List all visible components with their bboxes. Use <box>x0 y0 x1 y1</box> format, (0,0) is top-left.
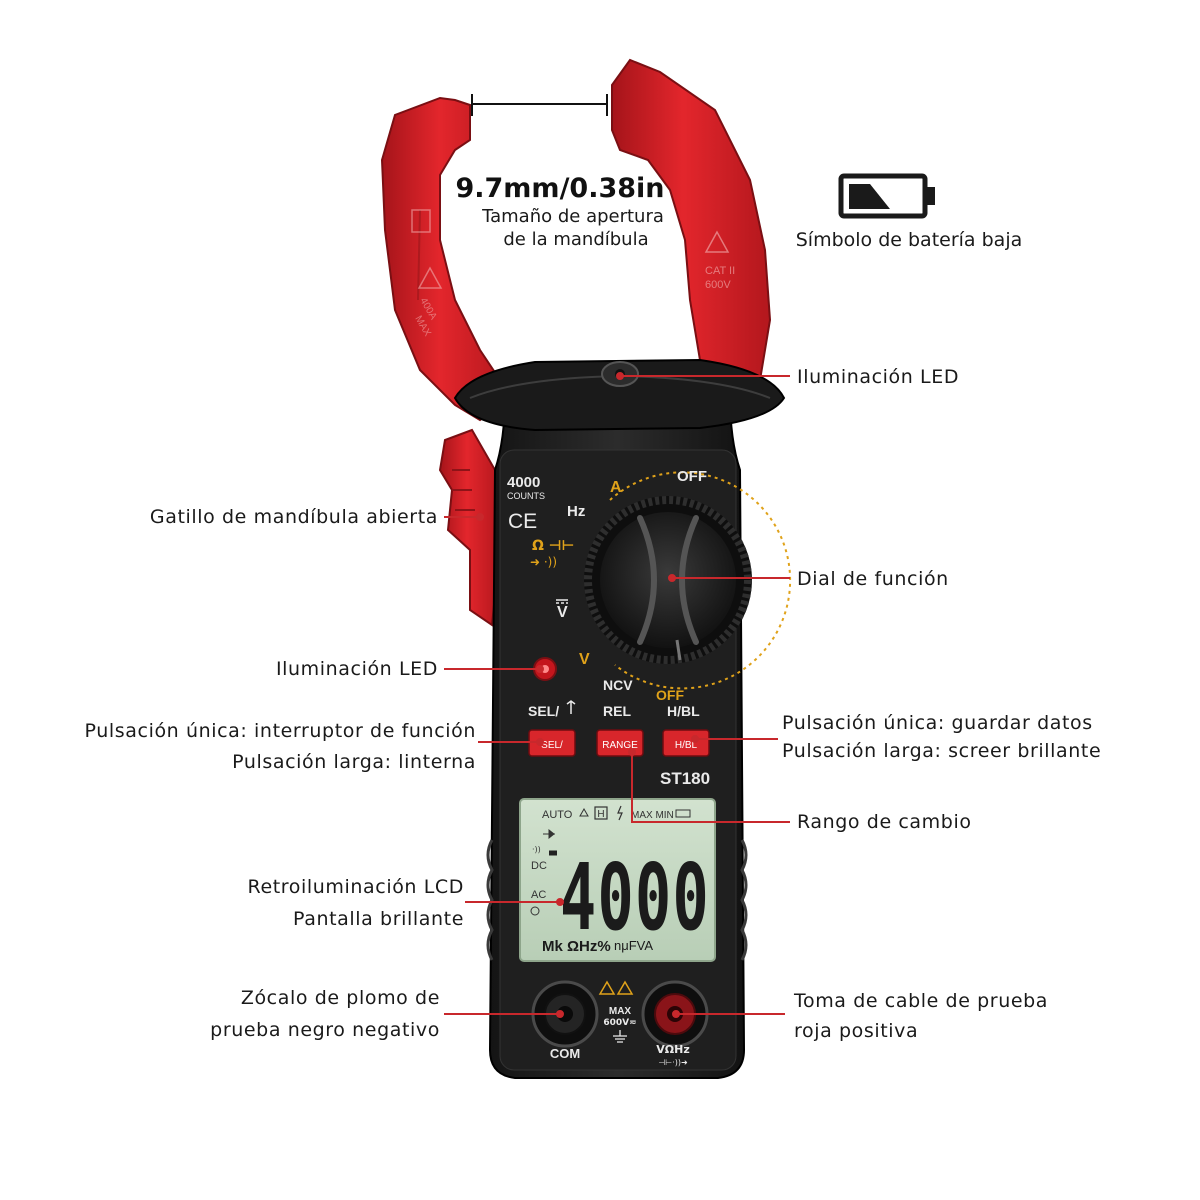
dial-label-diode: ➜ ·)) <box>530 555 557 569</box>
function-dial[interactable] <box>584 471 792 690</box>
lcd-hold: H <box>597 809 604 820</box>
button-caption-hbl: H/BL <box>667 703 700 719</box>
jack-max: MAX <box>609 1006 632 1017</box>
right-jaw <box>611 58 772 397</box>
button-caption-sel: SEL/ <box>528 703 559 719</box>
lcd-lightning-icon <box>617 805 623 821</box>
hbl-button-label: H/BL <box>675 740 698 751</box>
callout-range: Rango de cambio <box>797 811 972 833</box>
callout-positive-line2: roja positiva <box>794 1020 919 1042</box>
dial-label-vdc: V <box>557 604 568 621</box>
jaw-width-dimension <box>471 94 608 116</box>
dial-label-ohm: Ω ⊣⊢ <box>532 538 574 554</box>
lcd-battery-icon <box>675 809 691 818</box>
counts-word: COUNTS <box>507 491 545 501</box>
jack-com-label: COM <box>550 1046 580 1061</box>
flashlight-icon <box>566 700 576 714</box>
callout-lines <box>444 372 790 1018</box>
lcd-maxmin: MAX MIN <box>631 810 674 821</box>
jaw-caption-line2: de la mandíbula <box>503 229 648 250</box>
sel-button-label: SEL/ <box>541 740 563 751</box>
jaw-mark-600v: 600V <box>705 279 731 291</box>
callout-lcd-line2: Pantalla brillante <box>293 908 464 930</box>
lcd-reading: 4000 <box>560 844 710 951</box>
jack-symbols: ⊣⊢·))➜ <box>658 1058 688 1067</box>
dial-label-ncv: NCV <box>603 677 633 693</box>
hbl-button[interactable]: H/BL <box>662 729 710 757</box>
callout-com-line1: Zócalo de plomo de <box>240 987 440 1009</box>
warning-triangle-icon <box>598 980 616 995</box>
com-jack[interactable] <box>531 980 599 1048</box>
low-battery-icon <box>838 173 935 219</box>
lightning-warning-icon <box>411 209 431 233</box>
dial-label-hz: Hz <box>567 503 585 520</box>
dial-label-off-bottom: OFF <box>656 687 684 703</box>
warning-triangle-icon <box>704 230 730 253</box>
range-button[interactable]: RANGE <box>596 729 644 757</box>
right-jaw-marks: CAT II 600V <box>704 230 735 291</box>
callout-sel-line1: Pulsación única: interruptor de función <box>84 720 476 742</box>
callout-hbl-line2: Pulsación larga: screer brillante <box>782 740 1102 762</box>
callout-hbl-line1: Pulsación única: guardar datos <box>782 712 1093 734</box>
dial-label-off-top: OFF <box>677 468 707 485</box>
counts-number: 4000 <box>507 474 540 491</box>
jaw-mark-cat: CAT II <box>705 265 735 277</box>
meter-head <box>453 358 786 432</box>
callout-led-top: Iluminación LED <box>797 366 960 388</box>
lightning-warning-icon <box>616 980 634 995</box>
callout-jaw-trigger: Gatillo de mandíbula abierta <box>149 506 438 528</box>
lcd-delta-icon <box>579 807 589 817</box>
button-caption-rel: REL <box>603 703 631 719</box>
callout-sel-line2: Pulsación larga: linterna <box>232 751 476 773</box>
dial-label-vac: V <box>579 651 590 668</box>
jaw-trigger <box>438 428 502 627</box>
callout-positive-line1: Toma de cable de prueba <box>794 990 1049 1012</box>
ce-mark: CE <box>508 510 537 533</box>
model-number: ST180 <box>660 769 710 788</box>
lcd-ac: AC <box>531 889 546 901</box>
warning-triangle-icon <box>417 266 443 289</box>
jaw-caption-line1: Tamaño de apertura <box>481 206 664 227</box>
jack-vohz-label: VΩHz <box>656 1043 689 1056</box>
lcd-units-right: nμFVA <box>614 938 653 953</box>
lcd-dc: DC <box>531 860 547 872</box>
callout-function-dial: Dial de función <box>797 568 949 590</box>
lcd-units-left: Mk ΩHz% <box>542 938 611 955</box>
callout-lcd-line1: Retroiluminación LCD <box>247 876 464 898</box>
lcd-display: AUTO H MAX MIN ·)) DC AC 4000 Mk ΩHz% nμ… <box>519 798 716 962</box>
range-button-label: RANGE <box>602 740 638 751</box>
jack-600v: 600V≂ <box>603 1018 636 1028</box>
ground-icon <box>613 1030 627 1043</box>
callout-com-line2: prueba negro negativo <box>210 1019 440 1041</box>
dial-pointer <box>637 515 699 645</box>
jaw-width-value: 9.7mm/0.38in <box>455 173 664 204</box>
dial-label-ac-amps: A <box>610 479 622 496</box>
lcd-hold-box <box>594 806 608 820</box>
lcd-auto: AUTO <box>542 809 573 821</box>
callout-led-side: Iluminación LED <box>275 658 438 680</box>
battery-caption: Símbolo de batería baja <box>796 229 1023 251</box>
svg-text:·)): ·)) <box>532 845 541 854</box>
